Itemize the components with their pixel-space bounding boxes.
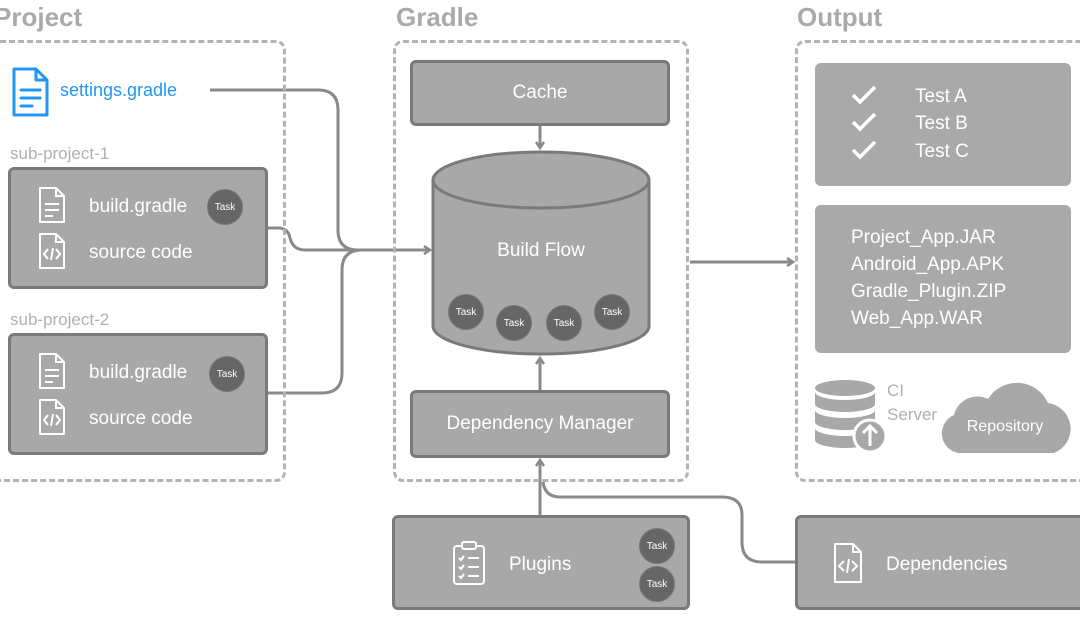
check-icon xyxy=(851,140,877,160)
check-icon xyxy=(851,85,877,105)
arrow-sub1-to-buildflow xyxy=(268,226,430,252)
project-container xyxy=(0,40,286,482)
test-item: Test C xyxy=(915,141,969,162)
artifacts-panel: Project_App.JAR Android_App.APK Gradle_P… xyxy=(815,205,1071,353)
cache-box[interactable]: Cache xyxy=(410,60,670,126)
plugins-label: Plugins xyxy=(509,554,572,575)
section-title-gradle: Gradle xyxy=(396,2,479,32)
plugins-task-2: Task xyxy=(639,566,675,602)
test-item: Test B xyxy=(915,113,968,134)
checklist-icon xyxy=(453,541,485,585)
cloud-icon xyxy=(941,382,1071,453)
test-item: Test A xyxy=(915,86,967,107)
arrow-sub2-to-buildflow xyxy=(268,248,363,395)
build-flow-task-1: Task xyxy=(448,294,484,330)
artifact-item: Web_App.WAR xyxy=(851,308,983,329)
plugins-box[interactable]: Plugins Task Task xyxy=(392,515,690,610)
plugins-task-1: Task xyxy=(639,528,675,564)
code-file-icon xyxy=(834,543,862,583)
sub2-task-badge: Task xyxy=(209,356,245,392)
arrow-dependencies-to-depmanager xyxy=(541,481,795,564)
sub1-task-badge: Task xyxy=(207,189,243,225)
section-title-project: Project xyxy=(0,2,83,32)
code-file-icon xyxy=(39,233,65,269)
sub-project-1-title: sub-project-1 xyxy=(10,144,110,163)
sub1-source-label: source code xyxy=(89,242,193,263)
document-icon xyxy=(39,353,65,389)
settings-file-icon xyxy=(10,66,50,123)
settings-file-label[interactable]: settings.gradle xyxy=(60,80,178,100)
ci-server-label-line1: CI xyxy=(887,381,904,400)
code-file-icon xyxy=(39,399,65,435)
build-flow-task-2: Task xyxy=(496,305,532,341)
sub2-build-label: build.gradle xyxy=(89,362,188,383)
artifact-item: Project_App.JAR xyxy=(851,227,996,248)
artifact-item: Android_App.APK xyxy=(851,254,1005,275)
sub-project-2-title: sub-project-2 xyxy=(10,310,110,329)
build-flow-task-4: Task xyxy=(594,294,630,330)
dependencies-box[interactable]: Dependencies xyxy=(795,515,1080,610)
tests-panel: Test A Test B Test C xyxy=(815,63,1071,186)
repository-label: Repository xyxy=(966,418,1044,435)
document-icon xyxy=(39,187,65,223)
sub2-source-label: source code xyxy=(89,408,193,429)
section-title-output: Output xyxy=(797,2,883,32)
build-flow-label: Build Flow xyxy=(497,240,585,261)
dependencies-label: Dependencies xyxy=(886,554,1008,575)
sub1-build-label: build.gradle xyxy=(89,196,188,217)
gradle-container xyxy=(393,40,689,482)
build-flow-task-3: Task xyxy=(546,305,582,341)
sub-project-1-box[interactable]: build.gradle Task source code xyxy=(8,167,268,289)
ci-server-label-line2: Server xyxy=(887,405,938,424)
sub-project-2-box[interactable]: build.gradle Task source code xyxy=(8,333,268,455)
dependency-manager-box[interactable]: Dependency Manager xyxy=(410,390,670,458)
check-icon xyxy=(851,112,877,132)
artifact-item: Gradle_Plugin.ZIP xyxy=(851,281,1007,302)
database-upload-icon xyxy=(815,380,888,454)
output-container xyxy=(795,40,1080,482)
